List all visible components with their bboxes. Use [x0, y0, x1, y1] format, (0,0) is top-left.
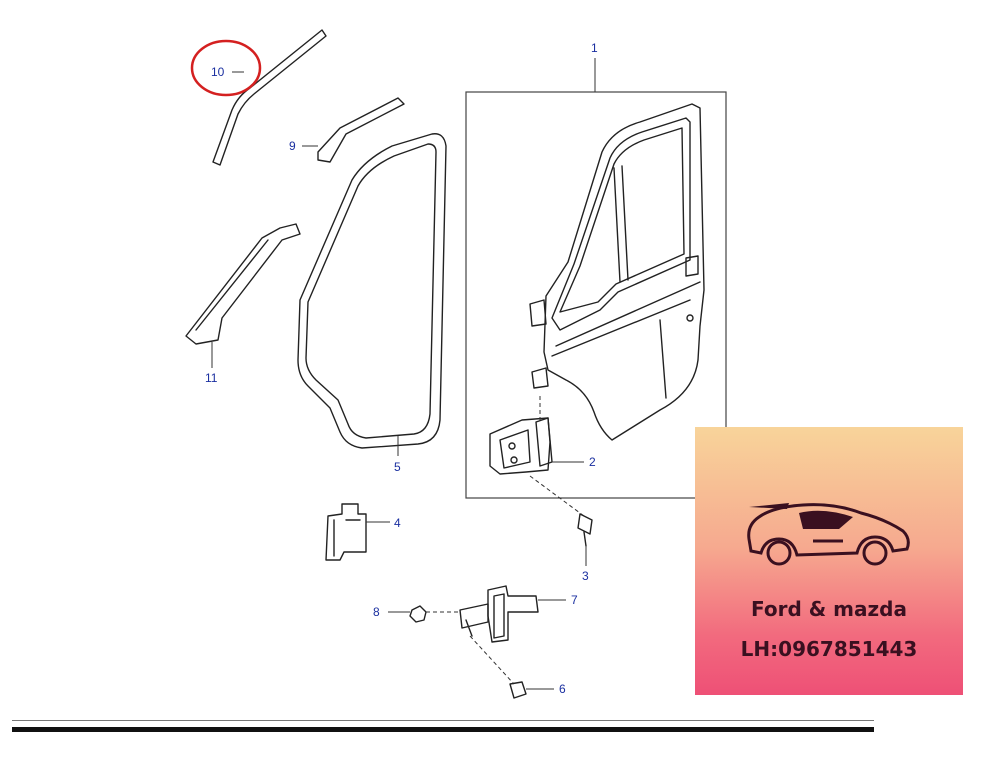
callout-8: 8 [373, 605, 380, 619]
ad-phone-text: LH:0967851443 [740, 637, 918, 661]
highlight-circle [190, 39, 262, 97]
callout-4: 4 [394, 516, 401, 530]
sports-car-icon [747, 503, 910, 566]
part-6-bolt [469, 635, 554, 699]
callout-5: 5 [394, 460, 401, 474]
divider-thin [12, 720, 874, 721]
part-11-pillar-trim [185, 223, 301, 368]
ad-brand-text: Ford & mazda [751, 597, 907, 621]
part-7-check-strap [459, 585, 566, 643]
part-8-nut [388, 605, 460, 623]
callout-3: 3 [582, 569, 589, 583]
advertisement-box: Ford & mazda LH:0967851443 [695, 427, 963, 695]
part-2-hinge [489, 396, 584, 475]
callout-1: 1 [591, 41, 598, 55]
part-5-door-seal [297, 133, 447, 456]
divider-thick [12, 727, 874, 732]
part-9-channel-strip [302, 97, 405, 163]
callout-2: 2 [589, 455, 596, 469]
part-3-bolt [529, 475, 593, 566]
callout-6: 6 [559, 682, 566, 696]
part-10-channel-strip [212, 29, 327, 166]
part-4-bracket [325, 503, 390, 561]
callout-10: 10 [211, 65, 225, 79]
part-1-door-assembly [465, 58, 727, 499]
callout-9: 9 [289, 139, 296, 153]
callout-11: 11 [205, 371, 218, 385]
callout-7: 7 [571, 593, 578, 607]
